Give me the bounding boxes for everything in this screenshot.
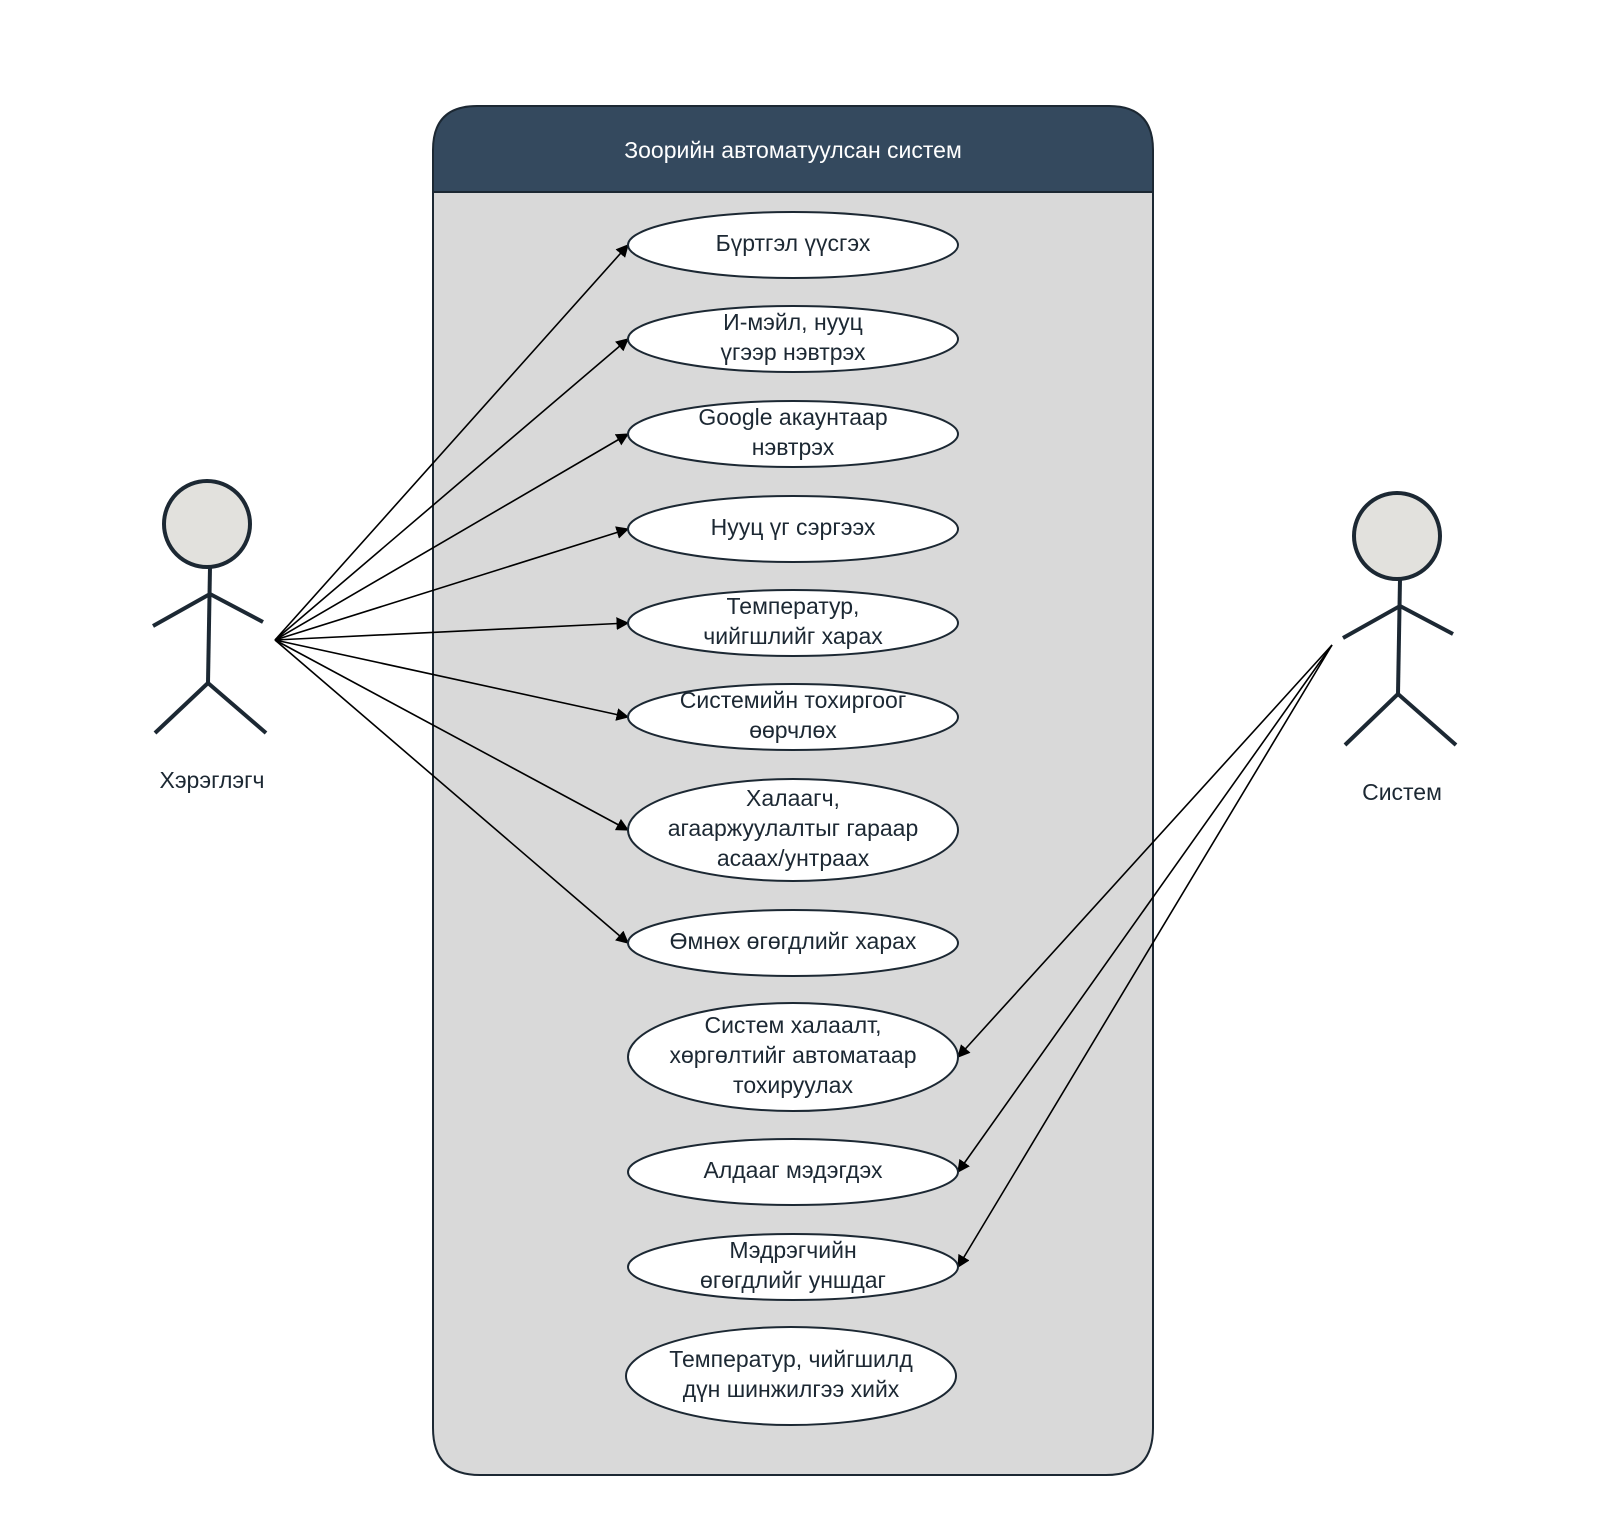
use-case-label-line: Мэдрэгчийн	[729, 1237, 856, 1263]
actor-system-right-leg	[1396, 692, 1458, 747]
use-case-ellipse	[627, 495, 959, 563]
association-lines	[274, 244, 1333, 1269]
actor-system-body	[1396, 578, 1402, 695]
use-case-label-line: Нууц үг сэргээх	[711, 514, 876, 540]
use-case-detect-error: Алдааг мэдэгдэх	[627, 1138, 959, 1206]
system-title: Зоорийн автоматуулсан систем	[624, 137, 962, 163]
use-case-label-line: үгээр нэвтрэх	[721, 339, 866, 365]
use-case-label-line: Алдааг мэдэгдэх	[703, 1157, 883, 1183]
use-case-view-temp-humidity: Температур, чийгшлийг харах	[627, 589, 959, 657]
use-case-register: Бүртгэл үүсгэх	[627, 211, 959, 279]
use-case-label-line: Температур,	[727, 593, 860, 619]
use-case-ellipse	[627, 1138, 959, 1206]
actor-user-head	[162, 479, 252, 569]
association-arrow-view-history	[274, 639, 629, 944]
use-case-ellipse	[627, 909, 959, 977]
use-case-label-line: өөрчлөх	[749, 717, 837, 743]
actor-user-left-arm	[152, 592, 211, 628]
actor-system-head	[1352, 491, 1442, 581]
use-case-ellipse	[627, 1002, 959, 1112]
use-case-change-settings: Системийн тохиргоог өөрчлөх	[627, 683, 959, 751]
use-case-password-reset: Нууц үг сэргээх	[627, 495, 959, 563]
use-case-label-line: дүн шинжилгээ хийх	[683, 1376, 900, 1402]
association-arrow-detect-error	[957, 644, 1333, 1174]
use-case-ellipse	[625, 1326, 957, 1426]
use-case-label-line: Системийн тохиргоог	[680, 687, 906, 713]
actor-system-label: Систем	[1362, 779, 1442, 805]
use-case-label-line: өгөгдлийг уншдаг	[700, 1267, 886, 1293]
actor-user-right-leg	[206, 681, 268, 735]
association-arrow-register	[274, 244, 629, 641]
use-case-google-login: Google акаунтаар нэвтрэх	[627, 400, 959, 468]
use-case-label-line: Google акаунтаар	[698, 404, 887, 430]
use-case-ellipse	[627, 400, 959, 468]
association-arrow-email-login	[274, 338, 629, 641]
use-case-analyze-temp-humidity: Температур, чийгшилд дүн шинжилгээ хийх	[625, 1326, 957, 1426]
association-arrow-read-sensor	[957, 644, 1333, 1269]
association-arrow-change-settings	[274, 639, 630, 721]
system-boundary-header	[432, 105, 1154, 193]
use-case-label-line: Систем халаалт,	[704, 1012, 881, 1038]
use-case-read-sensor: Мэдрэгчийн өгөгдлийг уншдаг	[627, 1233, 959, 1301]
actor-user-left-leg	[153, 681, 210, 735]
use-case-manual-heater-vent: Халаагч, агааржуулалтыг гараар асаах/унтра…	[627, 778, 959, 882]
use-case-label-line: чийгшлийг харах	[703, 623, 883, 649]
use-case-label-line: агааржуулалтыг гараар	[668, 815, 919, 841]
actor-system-right-arm	[1399, 604, 1454, 636]
actor-system-left-arm	[1342, 604, 1401, 640]
use-case-ellipse	[627, 305, 959, 373]
use-case-label-line: Өмнөх өгөгдлийг харах	[670, 928, 917, 954]
actor-system-left-leg	[1343, 692, 1400, 747]
association-arrow-manual-heater-vent	[274, 639, 630, 831]
use-case-label-line: И-мэйл, нууц	[723, 309, 863, 335]
use-case-label-line: хөргөлтийг автоматаар	[669, 1042, 916, 1068]
actor-system	[1342, 491, 1458, 747]
use-case-label-line: асаах/унтраах	[717, 845, 870, 871]
use-case-view-history: Өмнөх өгөгдлийг харах	[627, 909, 959, 977]
actor-user-label: Хэрэглэгч	[159, 767, 264, 793]
use-case-label-line: тохируулах	[733, 1072, 853, 1098]
actor-user-body	[206, 566, 212, 684]
use-case-ellipse	[627, 1233, 959, 1301]
association-arrow-password-reset	[274, 526, 630, 641]
association-arrow-auto-heating-cooling	[957, 644, 1333, 1058]
use-case-ellipse	[627, 589, 959, 657]
use-case-label-line: нэвтрэх	[752, 434, 835, 460]
use-case-label-line: Бүртгэл үүсгэх	[716, 230, 871, 256]
use-case-ellipse	[627, 683, 959, 751]
use-case-ellipse	[627, 778, 959, 882]
association-arrow-google-login	[274, 433, 630, 641]
use-case-email-login: И-мэйл, нууц үгээр нэвтрэх	[627, 305, 959, 373]
association-arrow-view-temp-humidity	[274, 617, 630, 641]
use-case-label-line: Температур, чийгшилд	[669, 1346, 913, 1372]
use-case-auto-heating-cooling: Систем халаалт, хөргөлтийг автоматаар тохи…	[627, 1002, 959, 1112]
use-case-label-line: Халаагч,	[746, 785, 840, 811]
actor-user-right-arm	[209, 592, 264, 624]
use-case-ellipse	[627, 211, 959, 279]
actor-user	[152, 479, 268, 735]
